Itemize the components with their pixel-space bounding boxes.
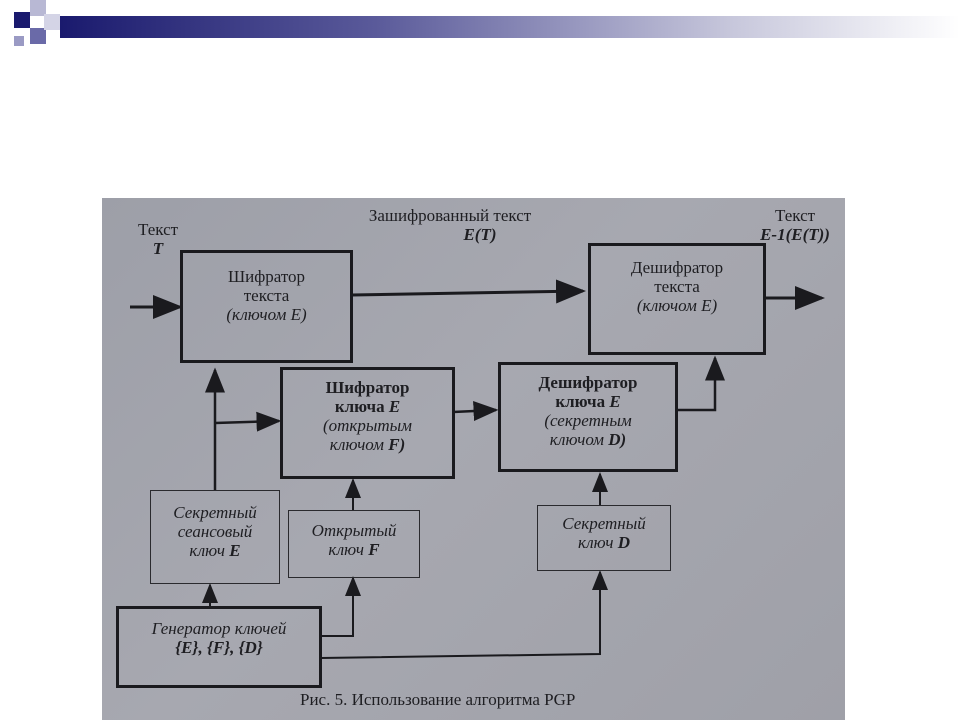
header-square-small	[14, 36, 24, 46]
header-square-dark	[14, 12, 30, 28]
key-generator-box: Генератор ключей {E}, {F}, {D}	[116, 606, 322, 688]
public-key-box: Открытый ключ F	[288, 510, 420, 578]
header-square-pale	[44, 14, 60, 30]
header-square-light	[30, 0, 46, 16]
input-text-label: Текст T	[137, 220, 179, 258]
header-square-mid	[30, 28, 46, 44]
text-encryptor-box: Шифратор текста (ключом E)	[180, 250, 353, 363]
key-decryptor-box: Дешифратор ключа E (секретным ключом D)	[498, 362, 678, 472]
header-gradient-bar	[60, 16, 960, 38]
text-decryptor-box: Дешифратор текста (ключом E)	[588, 243, 766, 355]
encrypted-text-label: Зашифрованный текст E(T)	[368, 206, 532, 244]
secret-key-box: Секретный ключ D	[537, 505, 671, 571]
diagram-photo	[102, 198, 845, 720]
session-key-box: Секретный сеансовый ключ E	[150, 490, 280, 584]
figure-caption: Рис. 5. Использование алгоритма PGP	[300, 690, 576, 709]
output-text-label: Текст E-1(E(T))	[760, 206, 830, 244]
key-encryptor-box: Шифратор ключа E (открытым ключом F)	[280, 367, 455, 479]
